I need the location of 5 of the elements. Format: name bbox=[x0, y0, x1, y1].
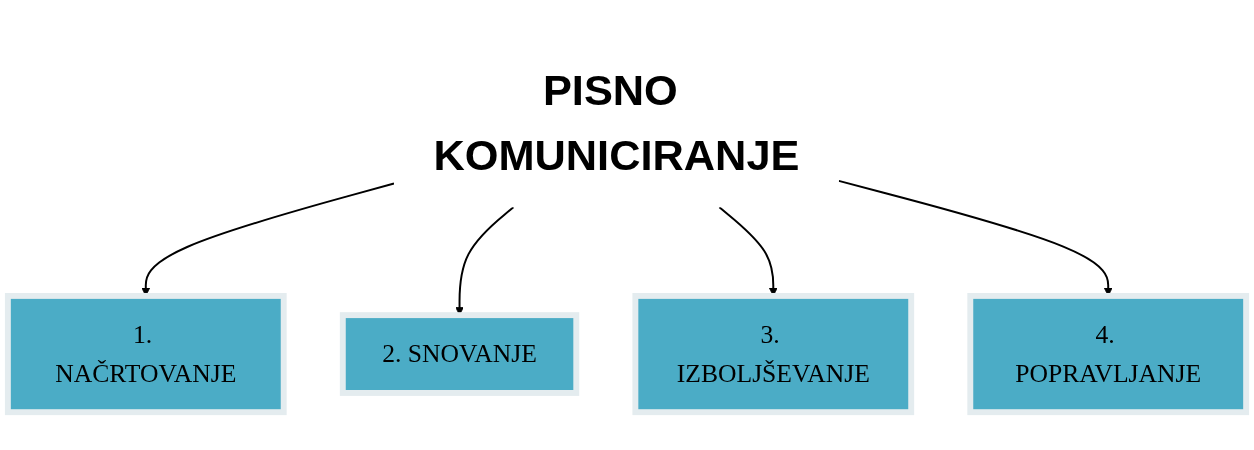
node-box: 2. SNOVANJE bbox=[339, 312, 580, 396]
node-box: 1. NAČRTOVANJE bbox=[4, 292, 287, 416]
node-box: 4. POPRAVLJANJE bbox=[967, 292, 1250, 416]
node-text: PISNO KOMUNICIRANJE bbox=[433, 65, 800, 179]
node-box: 3. IZBOLJŠEVANJE bbox=[632, 292, 915, 416]
